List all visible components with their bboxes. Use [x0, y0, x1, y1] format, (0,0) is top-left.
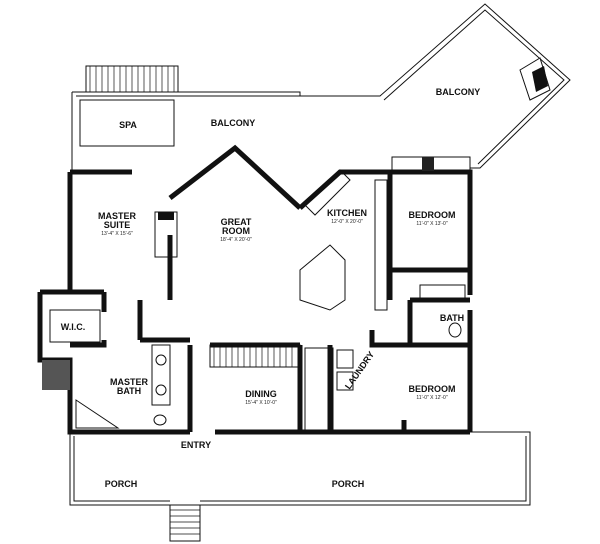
room-label-bedroom: BEDROOM [409, 210, 456, 220]
dims-master-suite: 13'-4" X 15'-6" [101, 231, 133, 237]
interior-stairs [209, 344, 334, 433]
wic-storage [42, 360, 70, 390]
kitchen-counter [374, 179, 388, 311]
room-label-bath: BATH [440, 313, 464, 323]
corner-tub [75, 399, 120, 429]
room-label-balcony: BALCONY [211, 118, 256, 128]
room-label-master-bath-2: BATH [117, 386, 141, 396]
rear-stairs [85, 65, 179, 93]
room-label-kitchen: KITCHEN [327, 208, 367, 218]
spa [79, 99, 175, 147]
room-label-wic: W.I.C. [61, 322, 86, 332]
dims-great-room: 18'-4" X 20'-0" [220, 237, 252, 243]
room-label-porch-2: PORCH [332, 479, 365, 489]
balcony-railing [71, 3, 571, 170]
room-label-entry: ENTRY [181, 440, 211, 450]
room-label-master-bath: MASTER [110, 377, 149, 387]
room-label-great-room-2: ROOM [222, 226, 250, 236]
room-label-porch: PORCH [105, 479, 138, 489]
room-label-master-suite-2: SUITE [104, 220, 131, 230]
room-label-bedroom-2: BEDROOM [409, 384, 456, 394]
room-label-spa: SPA [119, 120, 137, 130]
dims-bedroom: 11'-0" X 13'-0" [416, 221, 447, 227]
dims-bedroom-2: 11'-0" X 12'-0" [416, 395, 447, 401]
porch [69, 431, 531, 542]
room-label-master-suite: MASTER [98, 211, 137, 221]
dims-dining: 15'-4" X 10'-0" [245, 400, 277, 406]
dims-kitchen: 12'-0" X 20'-0" [331, 219, 363, 225]
room-label-balcony-2: BALCONY [436, 87, 481, 97]
room-label-laundry: LAUNDRY [343, 350, 376, 392]
kitchen-island [299, 244, 346, 311]
exterior-walls [37, 144, 473, 435]
room-label-dining: DINING [245, 389, 277, 399]
room-label-great-room: GREAT [221, 217, 252, 227]
